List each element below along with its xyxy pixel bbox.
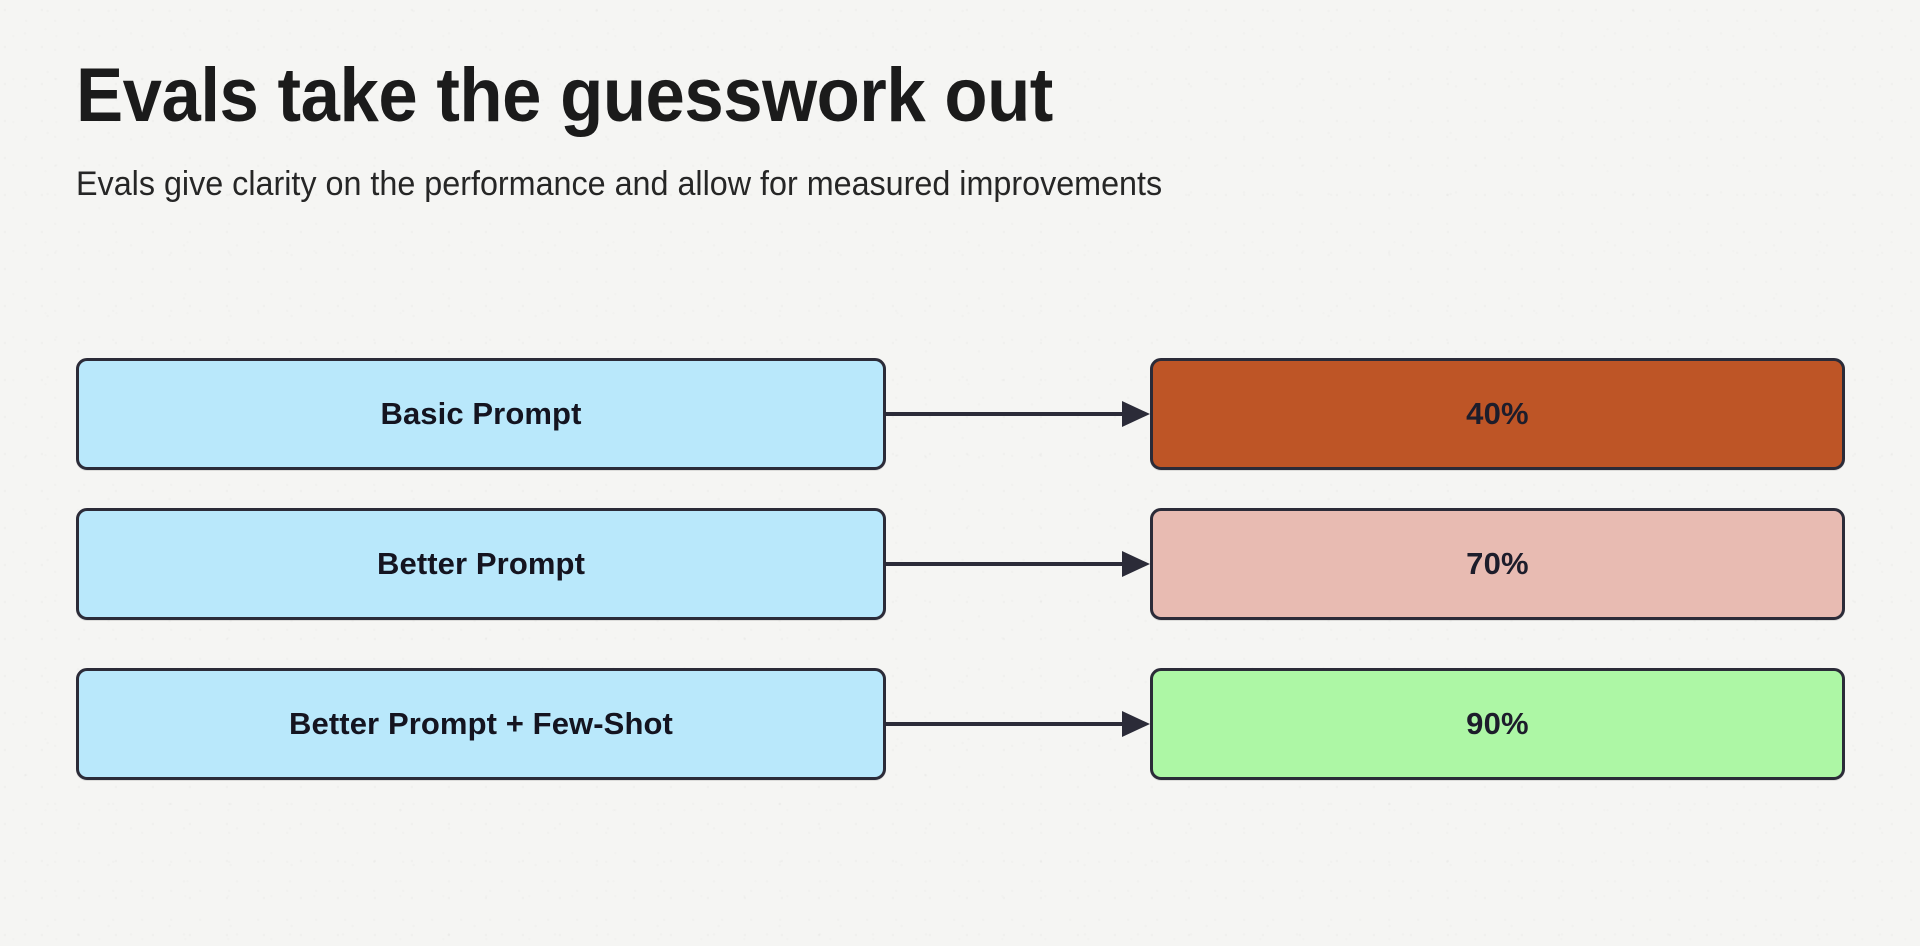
flow-row: Better Prompt 70% xyxy=(0,508,1920,620)
slide-header: Evals take the guesswork out Evals give … xyxy=(76,58,1676,205)
prompt-node[interactable]: Better Prompt + Few-Shot xyxy=(76,668,886,780)
page-subtitle: Evals give clarity on the performance an… xyxy=(76,165,1163,203)
page-title: Evals take the guesswork out xyxy=(76,53,1053,138)
prompt-node-label: Basic Prompt xyxy=(380,396,582,431)
prompt-node[interactable]: Basic Prompt xyxy=(76,358,886,470)
score-node[interactable]: 40% xyxy=(1150,358,1845,470)
prompt-node-label: Better Prompt + Few-Shot xyxy=(289,706,673,741)
connector-arrow xyxy=(886,508,1150,620)
arrow-right-icon xyxy=(886,711,1150,737)
connector-arrow xyxy=(886,358,1150,470)
score-node-label: 90% xyxy=(1466,706,1529,741)
connector-arrow xyxy=(886,668,1150,780)
arrow-right-icon xyxy=(886,401,1150,427)
flow-row: Better Prompt + Few-Shot 90% xyxy=(0,668,1920,780)
score-node-label: 70% xyxy=(1466,546,1529,581)
arrow-right-icon xyxy=(886,551,1150,577)
prompt-node-label: Better Prompt xyxy=(377,546,585,581)
score-node[interactable]: 70% xyxy=(1150,508,1845,620)
prompt-node[interactable]: Better Prompt xyxy=(76,508,886,620)
flow-row: Basic Prompt 40% xyxy=(0,358,1920,470)
score-node[interactable]: 90% xyxy=(1150,668,1845,780)
score-node-label: 40% xyxy=(1466,396,1529,431)
